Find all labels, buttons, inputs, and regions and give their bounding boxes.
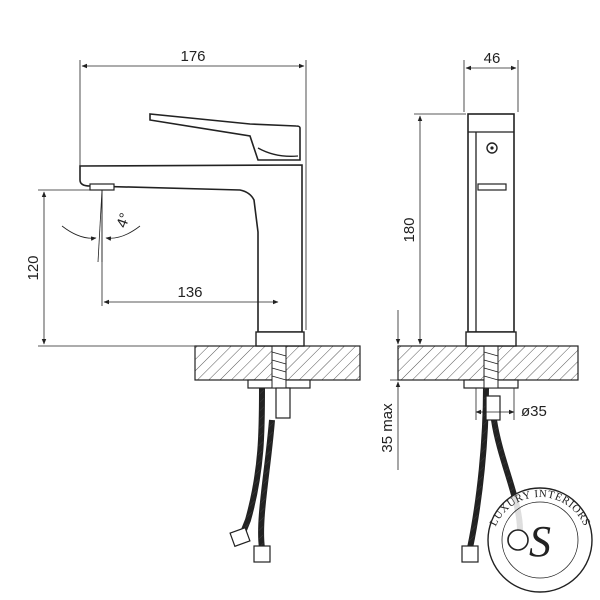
front-lever-joint xyxy=(257,147,299,157)
side-fitting-bottom xyxy=(461,545,479,563)
front-fitting-top xyxy=(275,387,291,419)
logo-ring xyxy=(487,487,593,593)
dim-176-label: 176 xyxy=(180,48,205,65)
logo-monogram: S xyxy=(529,517,551,566)
front-base-collar xyxy=(255,331,305,347)
side-fitting-top xyxy=(485,395,501,421)
front-fitting-left xyxy=(229,526,251,548)
side-aerator xyxy=(477,183,507,191)
front-aerator xyxy=(89,183,115,191)
angle-arc-left xyxy=(61,225,97,241)
dim-dia35-label: ø35 xyxy=(521,403,547,420)
dim-120-label: 120 xyxy=(25,255,42,280)
side-base-collar xyxy=(465,331,517,347)
front-threads xyxy=(271,351,287,381)
dim-46-label: 46 xyxy=(484,50,501,67)
front-view: 176 120 136 4° xyxy=(25,48,361,563)
side-threads xyxy=(483,351,499,381)
angle-arc-right xyxy=(105,225,141,241)
side-view: 46 180 35 max ø35 xyxy=(379,50,579,563)
dim-180-label: 180 xyxy=(401,217,418,242)
logo-swirl-icon xyxy=(507,529,529,551)
angle-label: 4° xyxy=(113,211,134,230)
front-faucet-body xyxy=(79,164,303,333)
angle-tilt-ref xyxy=(97,189,103,263)
luxury-interiors-logo: LUXURY INTERIORS S xyxy=(487,487,593,593)
dim-35max-label: 35 max xyxy=(379,403,396,453)
dim-136-label: 136 xyxy=(177,284,202,301)
front-fitting-right xyxy=(253,545,271,563)
front-lever-handle xyxy=(149,113,301,161)
